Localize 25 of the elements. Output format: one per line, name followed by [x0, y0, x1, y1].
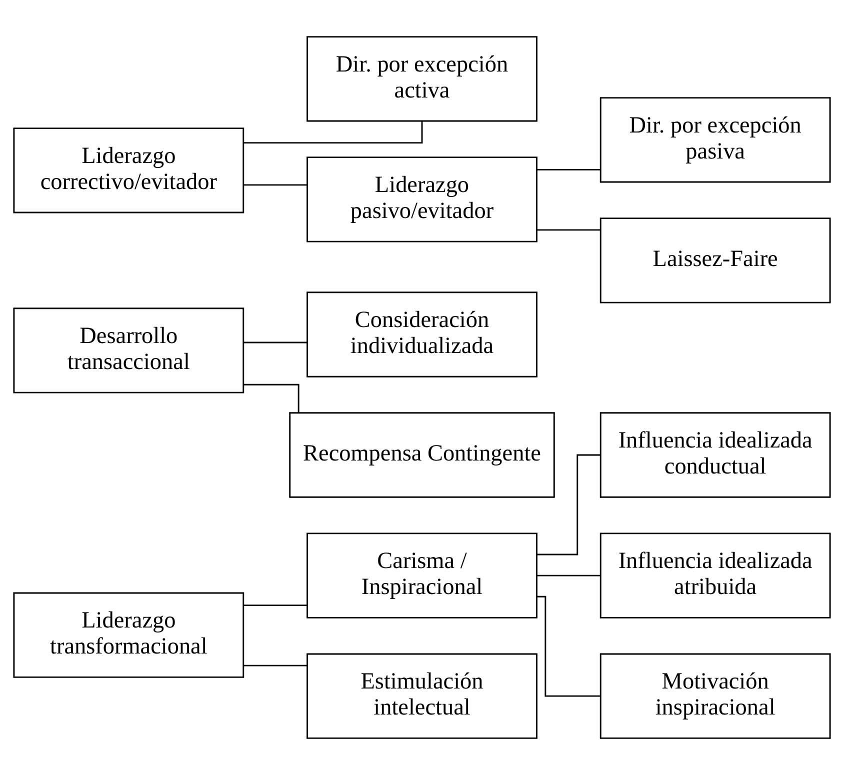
node-box: Carisma / Inspiracional: [306, 532, 538, 618]
connector: [244, 664, 308, 666]
connector: [244, 604, 308, 606]
node-box: Recompensa Contingente: [289, 412, 555, 498]
connector: [537, 228, 601, 230]
node-box: Dir. por excepción activa: [306, 36, 538, 122]
connector: [243, 383, 300, 412]
connector: [536, 454, 600, 555]
node-box: Motivación inspiracional: [600, 652, 831, 738]
node-box: Liderazgo correctivo/evitador: [13, 127, 244, 213]
node-box: Influencia idealizada atribuida: [600, 532, 831, 618]
node-box: Dir. por excepción pasiva: [600, 96, 831, 182]
node-box: Influencia idealizada conductual: [600, 412, 831, 498]
node-box: Desarrollo transaccional: [13, 307, 244, 393]
connector: [537, 574, 601, 576]
connector: [244, 120, 423, 144]
connector: [244, 341, 308, 343]
connector: [536, 595, 601, 696]
node-box: Liderazgo pasivo/evitador: [306, 156, 538, 242]
connector: [537, 168, 601, 170]
node-box: Liderazgo transformacional: [13, 592, 244, 678]
connector: [244, 184, 308, 186]
node-box: Laissez-Faire: [600, 217, 831, 303]
node-box: Estimulación intelectual: [306, 652, 538, 738]
node-box: Consideración individualizada: [306, 291, 538, 377]
